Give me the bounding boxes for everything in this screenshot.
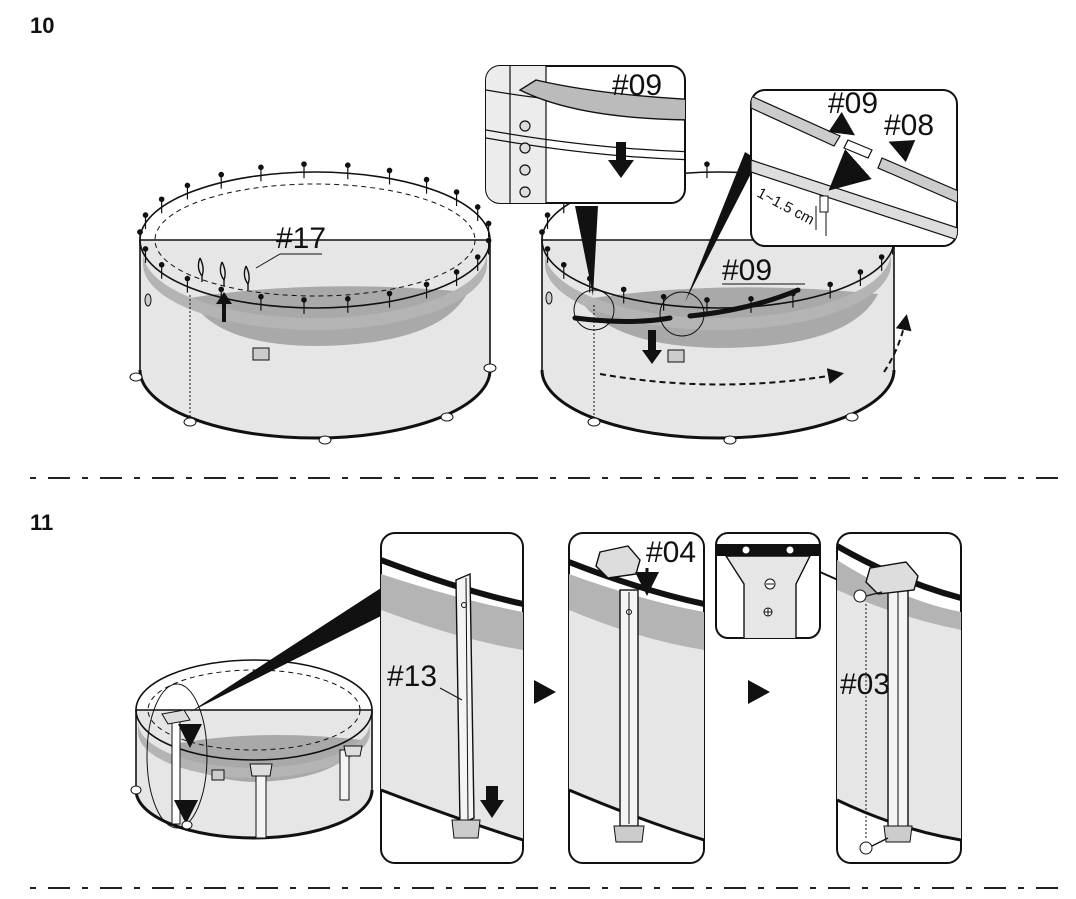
rim-pin-head	[539, 229, 545, 235]
rim-pin-head	[301, 161, 307, 167]
rim-pin-head	[660, 293, 667, 300]
rim-pin-head	[184, 275, 191, 282]
rim-pin-head	[474, 254, 481, 260]
rim-pin-head	[453, 189, 460, 195]
clip-pins-icon	[197, 257, 250, 290]
pool-illustration-left: #17	[129, 161, 497, 445]
lift-arrow-icon	[216, 292, 232, 322]
rim-pin-head	[485, 237, 492, 244]
rim-pin-head	[258, 164, 264, 171]
rim-pin-head	[878, 254, 885, 260]
rim-pin-head	[544, 246, 551, 252]
rim-pin-head	[158, 196, 165, 203]
pool-illustration-right: #09	[539, 152, 912, 445]
rim-pin-head	[474, 204, 481, 210]
down-arrow-icon	[608, 142, 634, 178]
part-label-09-main: #09	[722, 254, 772, 287]
rim-pin-head	[560, 261, 567, 268]
rim-pin-head	[620, 286, 627, 293]
part-label-08: #08	[884, 109, 934, 142]
rim-pin-head	[423, 281, 430, 288]
rim-pin-head	[748, 295, 754, 302]
step-number-10: 10	[30, 13, 54, 38]
rim-pin-head	[423, 176, 430, 183]
rim-pin-head	[344, 162, 351, 169]
rim-pin-head	[142, 246, 149, 252]
rim-pin-head	[218, 286, 225, 293]
part-label-09-detail: #09	[828, 87, 878, 120]
detail-box-top-rail: #09	[485, 65, 686, 204]
part-label-09-zoom: #09	[612, 69, 662, 102]
part-label-17: #17	[276, 222, 326, 255]
rim-pin-head	[158, 261, 165, 268]
next-step-arrow-icon	[534, 680, 556, 704]
rim-pin-head	[485, 220, 492, 227]
next-step-arrow-icon	[748, 680, 770, 704]
detail-panel-cap-zoom	[715, 532, 821, 639]
detail-panel-cap: #04	[568, 532, 705, 864]
part-label-03: #03	[840, 668, 890, 701]
step-number-11: 11	[30, 510, 53, 535]
rim-pin-head	[386, 167, 393, 174]
part-label-13: #13	[387, 660, 437, 693]
down-arrow-icon	[480, 786, 504, 818]
rim-pin-head	[704, 297, 710, 303]
detail-panel-upright: #13	[380, 532, 524, 864]
down-arrow-icon	[642, 330, 662, 364]
detail-box-connector: #09 #08 1~1.5 cm	[750, 87, 958, 247]
rim-pin-head	[218, 171, 225, 178]
rim-pin-head	[544, 212, 551, 218]
rim-pin-head	[301, 297, 307, 303]
rim-pin-head	[704, 161, 710, 167]
pool-illustration-step11	[130, 588, 381, 840]
detail-panel-screw: #03	[836, 532, 962, 864]
rim-pin-head	[827, 281, 833, 288]
rim-pin-head	[137, 229, 143, 235]
rim-pin-head	[184, 182, 191, 189]
part-label-04: #04	[646, 536, 696, 569]
rim-pin-head	[142, 212, 149, 218]
rim-pin-head	[453, 269, 460, 275]
rim-pin-head	[857, 269, 864, 275]
rim-pin-head	[258, 293, 264, 300]
rim-pin-head	[386, 290, 393, 297]
rim-pin-head	[344, 295, 351, 302]
